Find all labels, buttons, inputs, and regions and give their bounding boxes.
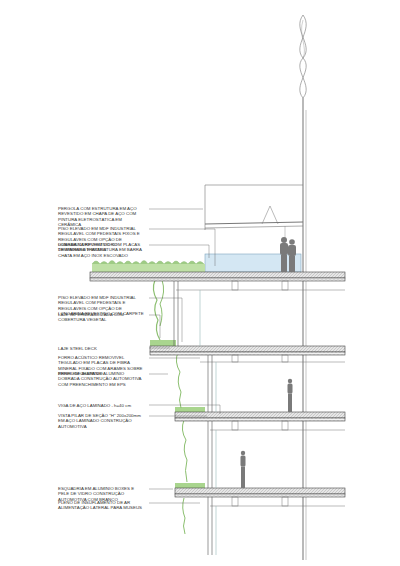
column — [174, 281, 216, 555]
slab — [90, 272, 345, 497]
pergola — [205, 185, 303, 255]
frame-note: ESQUADRIA EM ALUMÍNIO BOXES E PELE DE VI… — [58, 486, 146, 502]
pergola-note: PERGOLA COM ESTRUTURA EM AÇO REVESTIDO E… — [58, 206, 146, 227]
ceiling — [176, 281, 345, 506]
beam-note: VIGA DE AÇO LAMINADO - h=40 cm — [58, 403, 146, 408]
plenum-note: PLENO DE INSUFLAMENTO DE AR ALIMENTAÇÃO … — [58, 500, 146, 511]
glass-guardrail — [205, 254, 301, 272]
guardrail-note: GUARDA-CORPO EM VIDRO TEMPERADO E ESTRUT… — [58, 242, 146, 258]
mast — [300, 15, 306, 560]
person — [241, 237, 297, 488]
leader-line — [149, 209, 220, 503]
column-note: VISTA PILAR DE SEÇÃO "H" 200x200mm EM AÇ… — [58, 413, 146, 429]
slab-note: LAJE IMPERMEABILIZADA COM COBERTURA VEGE… — [58, 312, 146, 323]
slab-note: LAJE STEEL DECK — [58, 346, 146, 351]
brise-note: BRISE EM CHAPA DE ALUMÍNIO DOBRADA CONST… — [58, 371, 146, 387]
